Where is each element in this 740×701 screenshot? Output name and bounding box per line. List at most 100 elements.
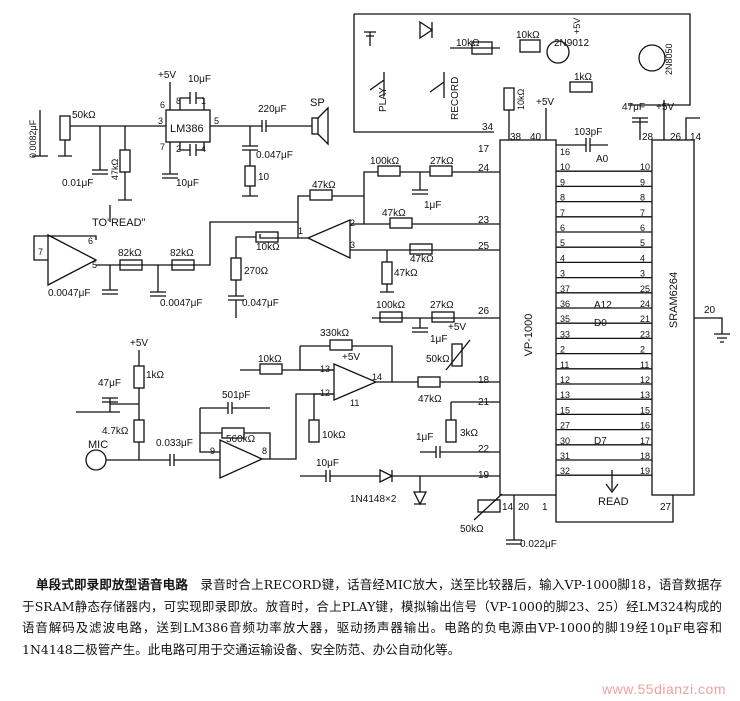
opamp-pin11: 11 — [350, 398, 359, 408]
mic-plus5v: +5V — [130, 338, 148, 349]
opamp-comparator: 13 12 14 11 +5V 330kΩ 10kΩ 47kΩ 50kΩ +5V… — [240, 322, 500, 443]
sram-left-pin: 9 — [640, 177, 645, 187]
r-1k-b: 1kΩ — [146, 370, 165, 381]
vp-right-pin: 12 — [560, 375, 570, 385]
vp-right-pin: 27 — [560, 421, 570, 431]
pin26-network: 100kΩ 27kΩ 1μF — [372, 300, 500, 345]
opamp-pin5: 5 — [92, 260, 97, 270]
r-47k-g: 4.7kΩ — [102, 426, 129, 437]
vp-right-pin: 33 — [560, 329, 570, 339]
t1-plus5v: +5V — [572, 18, 582, 34]
vp-plus5v: +5V — [536, 97, 554, 108]
r-10k-t2: 10kΩ — [516, 30, 540, 41]
sram-pin28: 28 — [642, 132, 654, 143]
sram-left-pin: 13 — [640, 390, 650, 400]
r-560k: 560kΩ — [226, 434, 256, 445]
c-10u-a: 10μF — [188, 74, 211, 85]
lm386-pin7: 7 — [160, 142, 165, 152]
vp-right-pin: 6 — [560, 223, 565, 233]
vp-right-pin: 4 — [560, 253, 565, 263]
vp-right-pin: 8 — [560, 193, 565, 203]
r-47k-e: 47kΩ — [394, 268, 418, 279]
vp-right-pin: 16 — [560, 147, 570, 157]
r-270: 270Ω — [244, 266, 269, 277]
c-501: 501pF — [222, 390, 250, 401]
r-3k: 3kΩ — [460, 428, 479, 439]
sram-pin26: 26 — [670, 132, 682, 143]
r-50k-b: 50kΩ — [426, 354, 450, 365]
opamp-pin6: 6 — [88, 236, 93, 246]
vp-pin1: 1 — [542, 502, 548, 513]
vp-right-pin: 13 — [560, 390, 570, 400]
vp-right-pin: 2 — [560, 345, 565, 355]
vp-pin38: 38 — [510, 132, 522, 143]
a0-label: A0 — [596, 154, 609, 165]
opamp-pin14: 14 — [372, 372, 382, 382]
c-220: 220μF — [258, 104, 287, 115]
c-0047-b: 0.047μF — [242, 298, 279, 309]
vp-right-pin: 37 — [560, 284, 570, 294]
vp-right-pin: 15 — [560, 405, 570, 415]
r-82k-b: 82kΩ — [170, 248, 194, 259]
r-82k-a: 82kΩ — [118, 248, 142, 259]
c-10u-b: 10μF — [176, 178, 199, 189]
vp-right-pin: 36 — [560, 299, 570, 309]
r-10k-b: 10kΩ — [258, 354, 282, 365]
c-0082: 0.0082μF — [28, 119, 38, 158]
opamp-decoder: 2 3 1 47kΩ 100kΩ 27kΩ 1μF 47kΩ 47kΩ 47kΩ… — [228, 156, 500, 318]
r-100k-b: 100kΩ — [376, 300, 406, 311]
negative-supply: 10μF 1N4148×2 1μF 3kΩ 50kΩ 0.022μF 14 20… — [300, 401, 557, 550]
c-47u-b: 47μF — [622, 102, 645, 113]
vp-pin18: 18 — [478, 375, 490, 386]
sram-label: SRAM6264 — [668, 272, 680, 328]
vp-right-pin: 5 — [560, 238, 565, 248]
vp-pin14: 14 — [502, 502, 514, 513]
opamp-pin2: 2 — [350, 218, 355, 228]
vp-pin26: 26 — [478, 306, 490, 317]
sram-left-pin: 11 — [640, 360, 649, 370]
vp-right-pin: 10 — [560, 162, 570, 172]
address-data-bus — [556, 170, 652, 476]
vp1000-label: VP-1000 — [523, 314, 535, 357]
caption-title: 单段式即录即放型语音电路 — [36, 577, 188, 592]
r-10k-t1: 10kΩ — [456, 38, 480, 49]
vp-pin34: 34 — [482, 122, 494, 133]
c-1u-a: 1μF — [424, 200, 441, 211]
sram-left-pin: 4 — [640, 253, 645, 263]
lm386-amplifier: LM386 8 1 6 3 5 2 4 7 +5V 10μF 10μF 220μ… — [158, 70, 329, 197]
vp-pin22: 22 — [478, 444, 490, 455]
opamp-pin12: 12 — [320, 388, 330, 398]
read-left-label: TO"READ" — [92, 217, 146, 229]
r-330k: 330kΩ — [320, 328, 350, 339]
c-10u-c: 10μF — [316, 458, 339, 469]
opamp-pin3: 3 — [350, 240, 355, 250]
vp-pin25: 25 — [478, 241, 490, 252]
opamp-pin7: 7 — [38, 247, 43, 257]
r-47k-c: 47kΩ — [312, 180, 336, 191]
t1-label: 2N9012 — [554, 38, 589, 49]
lm386-plus5v: +5V — [158, 70, 176, 81]
record-label: RECORD — [450, 77, 461, 120]
mic-preamp: 9 8 501pF 560kΩ MIC 0.033μF 4.7kΩ 1kΩ +5… — [76, 338, 334, 480]
opamp-pin8: 8 — [262, 446, 267, 456]
r-50k: 50kΩ — [72, 110, 96, 121]
vp-right-pin: 35 — [560, 314, 570, 324]
r-47k-a: 47kΩ — [110, 158, 120, 180]
r-100k-a: 100kΩ — [370, 156, 400, 167]
sram-left-pin: 16 — [640, 421, 650, 431]
r-10: 10 — [258, 172, 270, 183]
sram-plus5v: +5V — [656, 102, 674, 113]
pot-plus5v: +5V — [448, 322, 466, 333]
vp-right-pin: 3 — [560, 269, 565, 279]
c-0047-d: 0.0047μF — [160, 298, 202, 309]
lm386-pin2: 2 — [176, 144, 181, 154]
sram-left-pin: 10 — [640, 162, 650, 172]
diodes-label: 1N4148×2 — [350, 494, 397, 505]
c-47u-a: 47μF — [98, 378, 121, 389]
vp-pin20: 20 — [518, 502, 530, 513]
c-0022: 0.022μF — [520, 539, 557, 550]
sram-left-pin: 6 — [640, 223, 645, 233]
sram-pin20-ground: 20 — [694, 305, 730, 343]
caption-body: 录音时合上RECORD键，话音经MIC放大，送至比较器后，输入VP-1000脚1… — [22, 577, 722, 657]
